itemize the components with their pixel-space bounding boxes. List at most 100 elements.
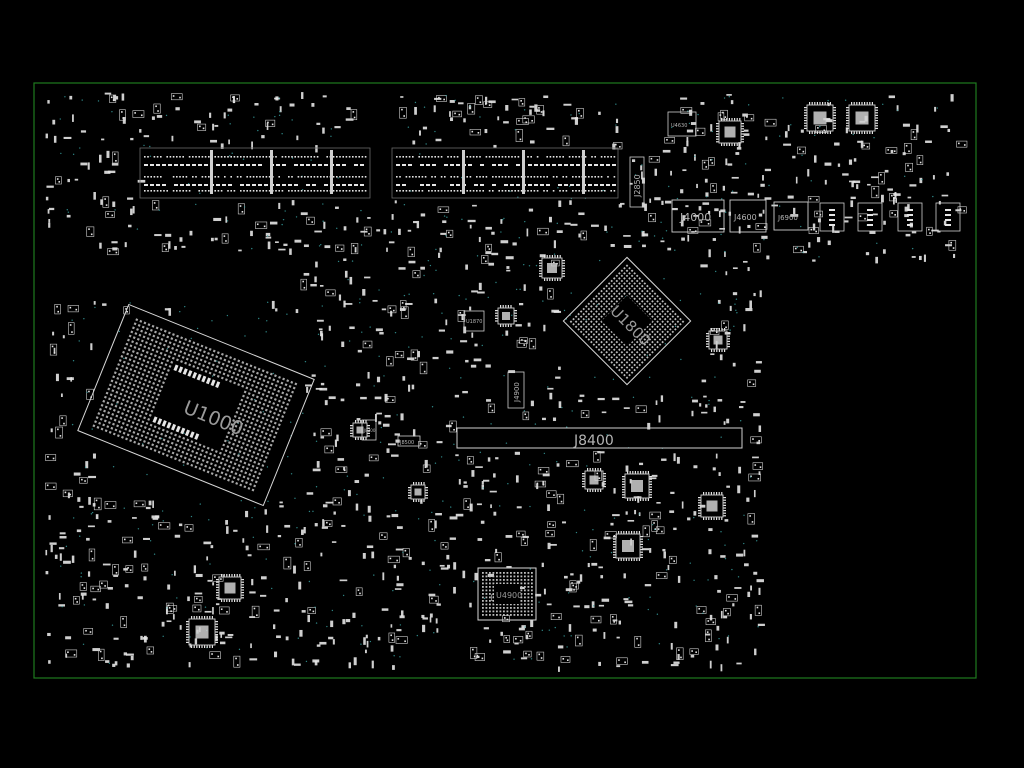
passive	[98, 154, 102, 163]
chip-pin	[851, 102, 853, 105]
pin-pad	[945, 209, 951, 211]
pin-pad	[264, 184, 268, 186]
component-u1000[interactable]: U1000	[77, 303, 315, 507]
passive	[405, 302, 413, 305]
component-outline	[545, 530, 555, 538]
passive	[673, 453, 676, 462]
via	[529, 568, 531, 570]
pad	[312, 610, 315, 613]
passive	[273, 609, 280, 612]
socket-pin	[229, 379, 232, 383]
passive	[730, 191, 738, 194]
passive	[53, 347, 56, 354]
pad	[485, 260, 487, 263]
bga-ball	[517, 610, 519, 613]
bga-ball	[524, 603, 526, 606]
pad	[472, 648, 474, 651]
socket-pin	[273, 397, 277, 401]
pad	[220, 578, 222, 580]
chip-pin	[613, 538, 616, 540]
pin-pad	[517, 190, 520, 192]
pin-pad	[613, 190, 616, 192]
passive	[647, 422, 651, 430]
socket-pin	[188, 444, 192, 448]
passive	[703, 395, 707, 398]
component-j2850[interactable]: J2850	[629, 156, 645, 208]
component-outline	[566, 460, 579, 468]
component-u4630[interactable]: U4630	[667, 111, 697, 137]
bga-ball	[618, 368, 621, 372]
socket-pin	[259, 444, 263, 448]
passive	[128, 224, 132, 228]
pin-pad	[594, 164, 598, 166]
socket-pin	[258, 377, 262, 381]
passive	[344, 303, 353, 305]
pin-pad	[450, 190, 452, 192]
socket-pin	[154, 340, 158, 344]
pad	[823, 129, 826, 132]
via	[71, 319, 73, 321]
component-j8400[interactable]: J8400	[456, 427, 743, 449]
component-j6900[interactable]: J6900	[773, 201, 809, 231]
pin-pad	[829, 224, 835, 226]
component-u4900[interactable]: U4900	[477, 567, 537, 621]
pad	[287, 565, 290, 568]
component-j4600[interactable]: J4600	[729, 199, 767, 233]
via	[443, 215, 446, 217]
pad	[91, 557, 94, 560]
chip-pin	[239, 574, 241, 577]
memory-slot-group-left[interactable]	[139, 147, 371, 199]
passive	[610, 522, 614, 526]
component-j4900[interactable]: J4900	[507, 371, 525, 409]
pin-pad	[418, 156, 420, 158]
via	[419, 153, 421, 155]
component-outline	[407, 246, 415, 257]
passive	[738, 466, 742, 474]
pad	[816, 199, 818, 201]
chip-pin	[705, 492, 707, 495]
pad	[89, 631, 92, 633]
chip-pin	[603, 480, 606, 482]
socket-pin	[139, 343, 143, 347]
passive	[562, 521, 567, 524]
via	[360, 643, 362, 645]
pin-pad	[498, 156, 500, 158]
passive	[311, 103, 315, 107]
component-j4000[interactable]: J4000	[671, 199, 725, 233]
pin-pad	[228, 164, 232, 166]
memory-slot-group-right[interactable]	[391, 147, 619, 199]
pin-pad	[348, 156, 351, 158]
passive	[753, 571, 758, 575]
passive	[275, 241, 279, 243]
socket-pin	[173, 352, 177, 356]
passive	[260, 576, 267, 580]
socket-pin	[144, 364, 148, 368]
component-j8500[interactable]: J8500	[397, 435, 421, 447]
via	[743, 542, 745, 545]
pad	[575, 463, 577, 466]
bga-ball	[489, 572, 491, 574]
bga-ball	[517, 614, 519, 616]
socket-pin	[141, 373, 145, 376]
pin-pad	[606, 184, 610, 186]
socket-pin	[137, 323, 141, 327]
passive	[724, 519, 729, 522]
socket-pin	[146, 360, 150, 364]
component-u1870[interactable]: U1870	[463, 310, 485, 332]
passive	[738, 226, 741, 234]
passive	[293, 565, 296, 574]
chip-pin	[420, 499, 422, 502]
socket-pin	[240, 375, 244, 378]
chip-pin	[196, 616, 198, 619]
socket-pin	[108, 430, 112, 434]
passive	[390, 645, 394, 652]
pin-pad	[488, 190, 491, 192]
via	[383, 375, 385, 377]
via	[308, 580, 311, 583]
passive	[58, 604, 66, 607]
passive	[888, 95, 896, 99]
socket-pin	[241, 432, 244, 436]
chip-pin	[706, 333, 709, 335]
bga-ball	[503, 607, 505, 609]
